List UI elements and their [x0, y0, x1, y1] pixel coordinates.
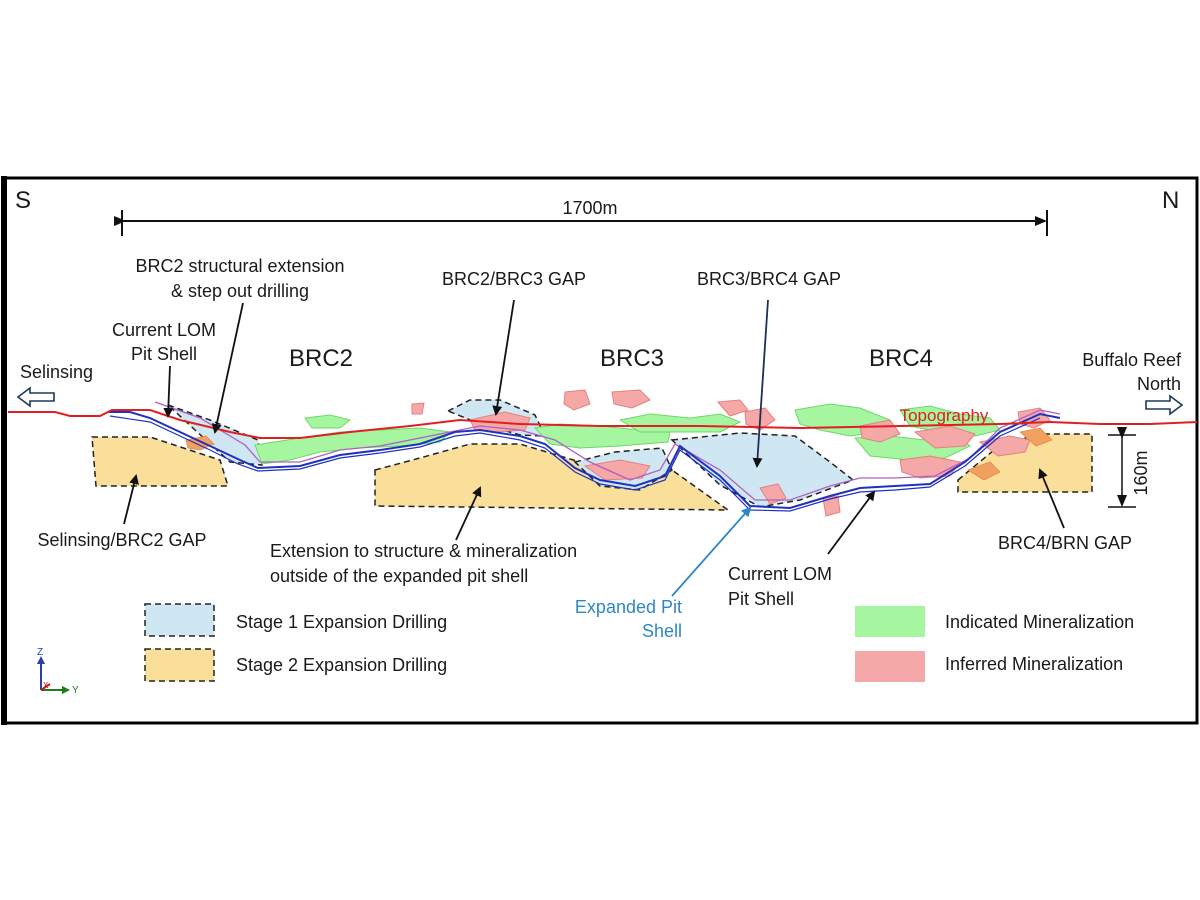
- inferred-patch: [913, 425, 976, 449]
- legend-label-inferred: Inferred Mineralization: [945, 654, 1123, 674]
- axis-x-line: [40, 683, 51, 691]
- legend-label-indicated: Indicated Mineralization: [945, 612, 1134, 632]
- compass-north: N: [1162, 187, 1179, 214]
- annotation-expanded-pit-line2: Shell: [642, 621, 682, 641]
- axis-triad: Z Y X: [37, 647, 79, 696]
- annotation-brc2-structural-line1: BRC2 structural extension: [135, 256, 344, 276]
- orange-mineral-spots: [185, 427, 1053, 481]
- pointer-gap-brc2-brc3: [492, 299, 515, 416]
- annotation-lom-right-line1: Current LOM: [728, 564, 832, 584]
- pointer-gap-selinsing-brc2: [123, 474, 139, 525]
- annotation-brc2-structural-line2: & step out drilling: [171, 281, 309, 301]
- annotation-topography: Topography: [900, 406, 989, 425]
- pointer-gap-brc3-brc4: [752, 299, 769, 468]
- pointer-extension: [455, 486, 482, 541]
- axis-x-label: X: [43, 681, 49, 690]
- inferred-patch: [411, 402, 425, 415]
- direction-label-north: North: [1137, 374, 1181, 394]
- indicated-patch: [304, 414, 352, 429]
- indicated-patch: [899, 405, 1001, 437]
- annotation-extension-line2: outside of the expanded pit shell: [270, 566, 528, 586]
- inferred-mineralization-patches: [411, 389, 1051, 517]
- orange-spot: [185, 435, 215, 451]
- compass-south: S: [15, 187, 31, 214]
- pointer-brc2-structural: [211, 302, 244, 434]
- inferred-patch: [563, 389, 591, 411]
- orange-spot: [1019, 427, 1053, 447]
- axis-z-head: [37, 656, 45, 664]
- pointer-expanded-pit: [671, 506, 752, 597]
- frame-left-bar: [1, 176, 7, 725]
- zone-label-brc4: BRC4: [869, 345, 933, 372]
- zone-label-brc2: BRC2: [289, 345, 353, 372]
- topography-line: [8, 409, 1198, 439]
- inferred-patch: [759, 483, 787, 505]
- axis-y-head: [62, 686, 70, 694]
- indicated-patch: [618, 413, 742, 433]
- pointer-lom-right: [827, 490, 876, 555]
- annotation-gap-brc3-brc4: BRC3/BRC4 GAP: [697, 269, 841, 289]
- stage1-area-brc2: [167, 404, 263, 466]
- indicated-patch: [254, 427, 452, 465]
- annotation-extension-line1: Extension to structure & mineralization: [270, 541, 577, 561]
- pointer-gap-brc4-brn: [1038, 468, 1065, 529]
- legend-swatch-inferred: [855, 651, 925, 682]
- inferred-patch: [899, 455, 961, 479]
- axis-y-label: Y: [72, 685, 79, 696]
- pointer-lom-left: [163, 365, 174, 418]
- inferred-patch: [822, 495, 841, 517]
- annotation-lom-left-line2: Pit Shell: [131, 344, 197, 364]
- annotation-gap-brc2-brc3: BRC2/BRC3 GAP: [442, 269, 586, 289]
- expanded-pit-shell-line: [154, 401, 1061, 501]
- inferred-patch: [716, 399, 749, 417]
- legend-swatch-stage2: [144, 648, 215, 682]
- legend-label-stage2: Stage 2 Expansion Drilling: [236, 655, 447, 675]
- inferred-patch: [583, 459, 651, 481]
- direction-arrow-left: [16, 386, 55, 408]
- annotation-lom-left-line1: Current LOM: [112, 320, 216, 340]
- axis-z-label: Z: [37, 647, 43, 658]
- inferred-patch: [611, 389, 651, 409]
- direction-label-selinsing: Selinsing: [20, 362, 93, 382]
- scale-label-horizontal: 1700m: [562, 198, 617, 218]
- annotation-expanded-pit-line1: Expanded Pit: [575, 597, 682, 617]
- annotation-gap-selinsing-brc2: Selinsing/BRC2 GAP: [37, 530, 206, 550]
- stage2-area-selinsing: [91, 436, 230, 487]
- direction-arrow-right: [1145, 394, 1184, 416]
- indicated-mineralization-patches: [254, 403, 1001, 465]
- legend-label-stage1: Stage 1 Expansion Drilling: [236, 612, 447, 632]
- stage1-area-brc3-brc4: [670, 432, 855, 508]
- zone-label-brc3: BRC3: [600, 345, 664, 372]
- direction-label-buffalo-reef: Buffalo Reef: [1082, 350, 1182, 370]
- inferred-patch: [978, 435, 1031, 457]
- annotation-lom-right-line2: Pit Shell: [728, 589, 794, 609]
- legend-swatch-stage1: [144, 603, 215, 637]
- orange-spot: [967, 461, 1001, 481]
- scale-label-vertical: 160m: [1131, 450, 1151, 495]
- annotation-gap-brc4-brn: BRC4/BRN GAP: [998, 533, 1132, 553]
- current-lom-pit-shell-line: [108, 411, 1061, 510]
- legend-swatch-indicated: [855, 606, 925, 637]
